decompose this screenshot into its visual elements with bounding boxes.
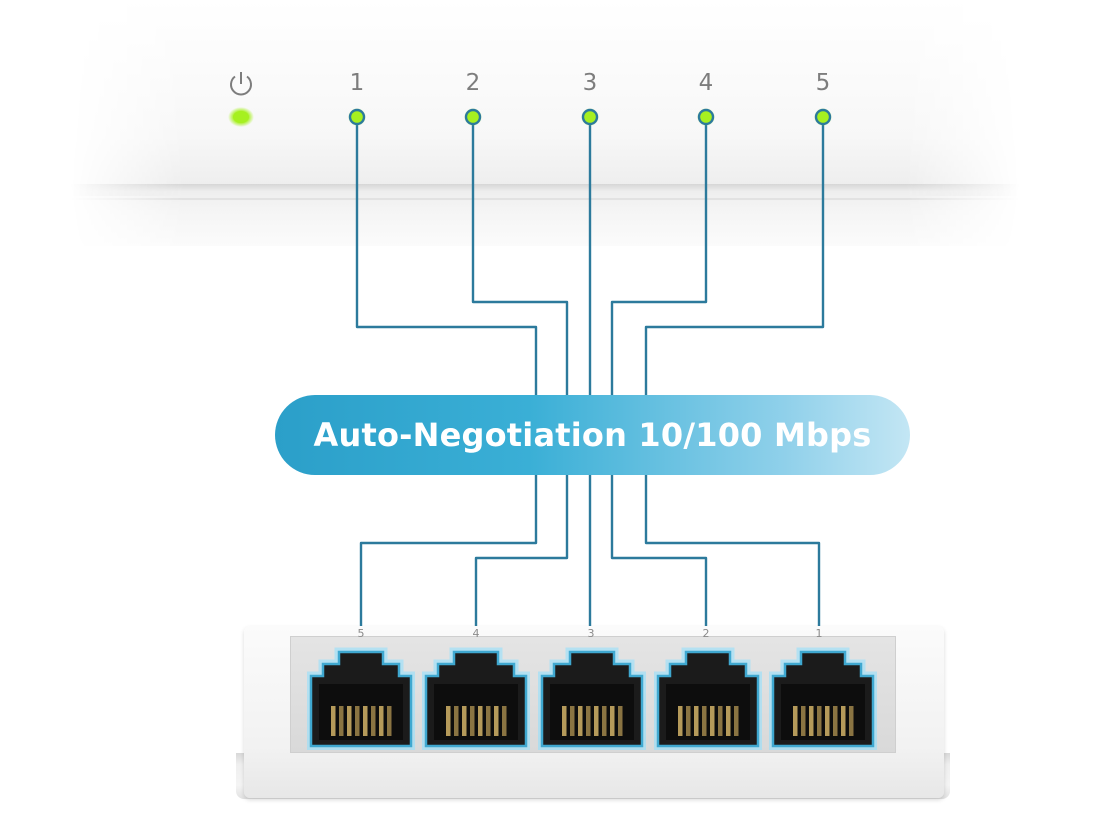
led-label-4: 4 (698, 70, 714, 96)
top-device-edge (70, 184, 1020, 246)
ethernet-port-2[interactable] (654, 646, 762, 750)
speed-banner-text: Auto-Negotiation 10/100 Mbps (313, 416, 872, 454)
wire-4-top (610, 118, 708, 400)
led-label-1: 1 (349, 70, 365, 96)
speed-banner: Auto-Negotiation 10/100 Mbps (275, 395, 910, 475)
ethernet-port-1[interactable] (769, 646, 877, 750)
led-label-3: 3 (582, 70, 598, 96)
wire-2-top (471, 118, 569, 400)
port-leds (348, 108, 832, 126)
ethernet-port-3[interactable] (538, 646, 646, 750)
wire-2-bottom (610, 470, 708, 626)
led-2 (464, 108, 482, 126)
led-4 (697, 108, 715, 126)
wire-1-top (355, 118, 538, 400)
led-3 (581, 108, 599, 126)
led-1 (348, 108, 366, 126)
port-number-4: 4 (472, 627, 480, 640)
ethernet-port-4[interactable] (422, 646, 530, 750)
top-device-panel (70, 0, 1020, 196)
led-5 (814, 108, 832, 126)
ethernet-port-5[interactable] (307, 646, 415, 750)
led-label-2: 2 (465, 70, 481, 96)
wire-4-bottom (474, 470, 569, 626)
port-number-3: 3 (587, 627, 595, 640)
port-number-1: 1 (815, 627, 823, 640)
port-number-2: 2 (702, 627, 710, 640)
power-icon (230, 72, 252, 96)
power-led-core (233, 111, 249, 123)
led-label-5: 5 (815, 70, 831, 96)
wire-5-bottom (359, 470, 538, 626)
wire-5-top (644, 118, 825, 400)
port-number-5: 5 (357, 627, 365, 640)
wire-1-bottom (644, 470, 821, 626)
